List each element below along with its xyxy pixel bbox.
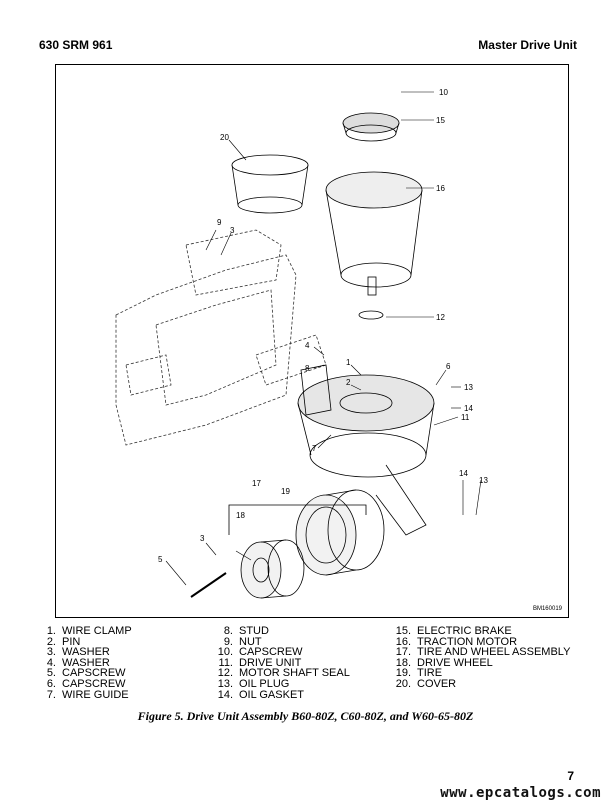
- callout-label: 7: [312, 444, 317, 453]
- figure-code: BM160019: [532, 606, 562, 612]
- legend-item: 2.PIN: [46, 635, 81, 648]
- callout-label: 11: [461, 413, 470, 422]
- legend-item: 19.TIRE: [395, 667, 443, 680]
- tire-part: [295, 489, 385, 576]
- legend-item: 16.TRACTION MOTOR: [395, 635, 518, 648]
- figure-caption: Figure 5. Drive Unit Assembly B60-80Z, C…: [137, 709, 474, 723]
- legend-item: 18.DRIVE WHEEL: [395, 656, 493, 669]
- assembly-bracket: [228, 504, 367, 535]
- legend-item: 11.DRIVE UNIT: [218, 656, 302, 669]
- drive-wheel-part: [240, 539, 305, 599]
- callout-label: 9: [217, 218, 222, 227]
- watermark: www.epcatalogs.com: [440, 785, 601, 801]
- legend-item: 7.WIRE GUIDE: [46, 688, 129, 701]
- figure-frame: 10 15 20 16 9 3 12 4 8 1 2 6 13 14 11 7 …: [55, 64, 569, 618]
- legend-column-1: 1.WIRE CLAMP 2.PIN 3.WASHER 4.WASHER 5.C…: [38, 626, 132, 700]
- callout-label: 20: [220, 133, 229, 142]
- callout-label: 2: [346, 378, 351, 387]
- callout-label: 14: [459, 469, 468, 478]
- callout-label: 17: [252, 479, 261, 488]
- legend-item: 17.TIRE AND WHEEL ASSEMBLY: [395, 646, 571, 659]
- callout-label: 12: [436, 313, 445, 322]
- legend-item: 20.COVER: [395, 677, 457, 690]
- callout-label: 3: [200, 534, 205, 543]
- legend-item: 5.CAPSCREW: [46, 667, 126, 680]
- callout-label: 6: [446, 362, 451, 371]
- drive-unit-part: [297, 374, 435, 536]
- callout-label: 4: [305, 341, 310, 350]
- callout-label: 8: [305, 364, 310, 373]
- legend-item: 15.ELECTRIC BRAKE: [395, 625, 512, 637]
- legend-item: 9.NUT: [223, 635, 262, 648]
- capscrew-part: [190, 572, 227, 598]
- callout-labels: 10 15 20 16 9 3 12 4 8 1 2 6 13 14 11 7 …: [158, 88, 488, 564]
- callout-label: 1: [346, 358, 351, 367]
- cover-part: [231, 154, 309, 214]
- truck-frame-ghost: [115, 229, 327, 446]
- callout-label: 18: [236, 511, 245, 520]
- callout-label: 3: [230, 226, 235, 235]
- callout-label: 13: [464, 383, 473, 392]
- seal-part: [358, 310, 384, 320]
- callout-label: 14: [464, 404, 473, 413]
- legend-item: 6.CAPSCREW: [46, 677, 126, 690]
- legend-item: 8.STUD: [223, 625, 269, 637]
- traction-motor-part: [325, 171, 423, 296]
- callout-label: 10: [439, 88, 448, 97]
- page-number: 7: [567, 769, 574, 783]
- legend-item: 3.WASHER: [46, 646, 110, 659]
- legend-item: 4.WASHER: [46, 656, 110, 669]
- legend-item: 12.MOTOR SHAFT SEAL: [217, 667, 350, 680]
- legend-column-2: 8.STUD 9.NUT 10.CAPSCREW 11.DRIVE UNIT 1…: [215, 626, 350, 700]
- document-code: 630 SRM 961: [39, 38, 113, 52]
- callout-label: 13: [479, 476, 488, 485]
- legend-item: 1.WIRE CLAMP: [46, 625, 132, 637]
- section-title: Master Drive Unit: [478, 38, 577, 52]
- legend-column-3: 15.ELECTRIC BRAKE 16.TRACTION MOTOR 17.T…: [393, 625, 571, 690]
- callout-label: 5: [158, 555, 163, 564]
- legend-item: 14.OIL GASKET: [217, 688, 305, 701]
- legend-item: 10.CAPSCREW: [217, 646, 303, 659]
- callout-label: 16: [436, 184, 445, 193]
- exploded-view-drawing: 10 15 20 16 9 3 12 4 8 1 2 6 13 14 11 7 …: [115, 88, 488, 599]
- callout-label: 15: [436, 116, 445, 125]
- electric-brake-part: [342, 112, 400, 142]
- legend-item: 13.OIL PLUG: [217, 677, 290, 690]
- callout-label: 19: [281, 487, 290, 496]
